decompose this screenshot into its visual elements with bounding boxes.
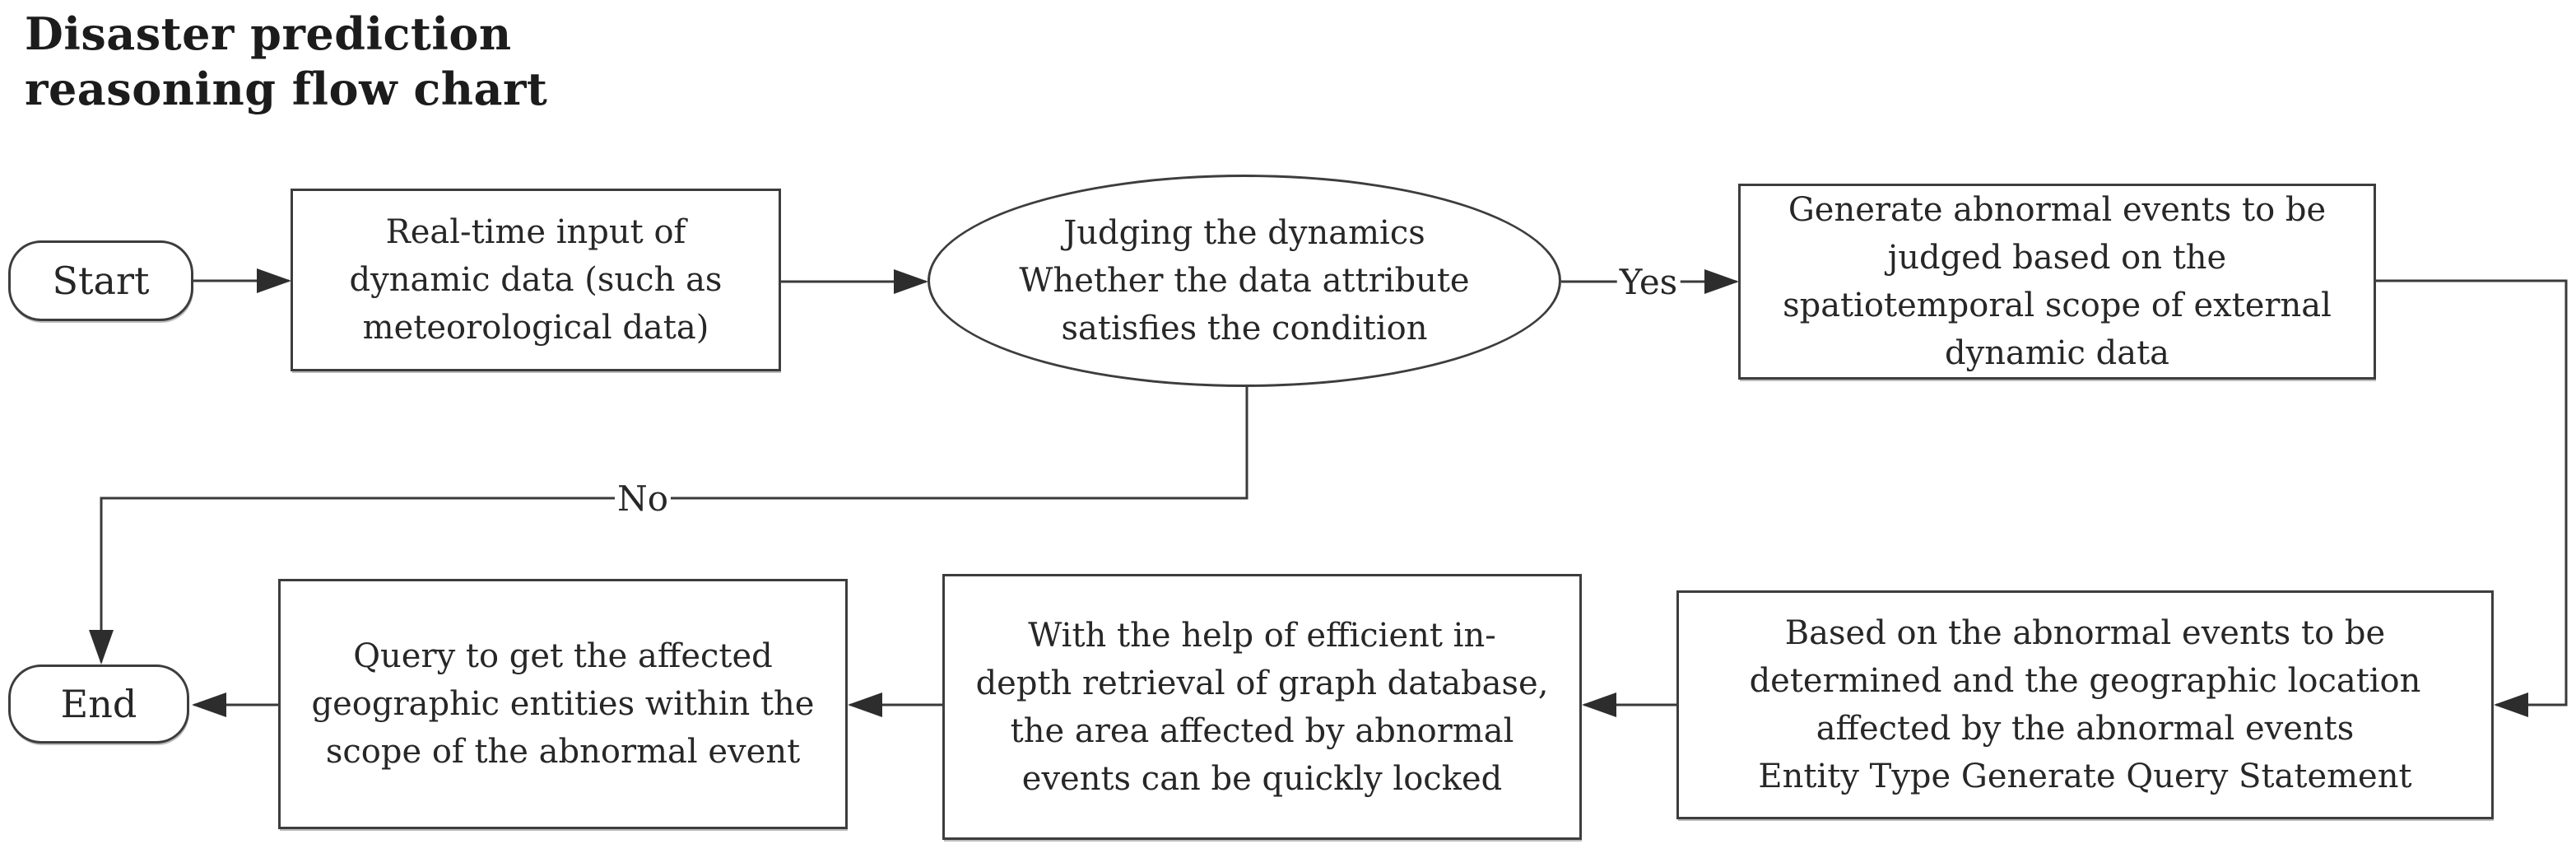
edge-label-yes: Yes: [1616, 265, 1681, 300]
page-title: Disaster prediction reasoning flow chart: [25, 7, 548, 115]
node-query-entities: Query to get the affected geographic ent…: [278, 579, 848, 829]
node-label: End: [60, 681, 137, 726]
node-end: End: [8, 664, 189, 744]
node-label: Query to get the affected geographic ent…: [311, 637, 815, 771]
node-label: Generate abnormal events to be judged ba…: [1783, 191, 2332, 372]
edge-label-no: No: [614, 482, 672, 516]
node-realtime-input: Real-time input of dynamic data (such as…: [291, 189, 781, 371]
node-graph-retrieval: With the help of efficient in- depth ret…: [942, 574, 1582, 840]
node-start: Start: [8, 240, 193, 321]
node-judge-decision: Judging the dynamics Whether the data at…: [928, 175, 1561, 387]
node-query-statement: Based on the abnormal events to be deter…: [1676, 590, 2494, 819]
node-label: Judging the dynamics Whether the data at…: [1019, 214, 1470, 347]
node-label: Based on the abnormal events to be deter…: [1749, 614, 2421, 795]
node-label: Start: [52, 258, 150, 303]
node-label: Real-time input of dynamic data (such as…: [349, 213, 723, 347]
node-label: With the help of efficient in- depth ret…: [975, 616, 1549, 798]
node-generate-events: Generate abnormal events to be judged ba…: [1738, 184, 2376, 380]
